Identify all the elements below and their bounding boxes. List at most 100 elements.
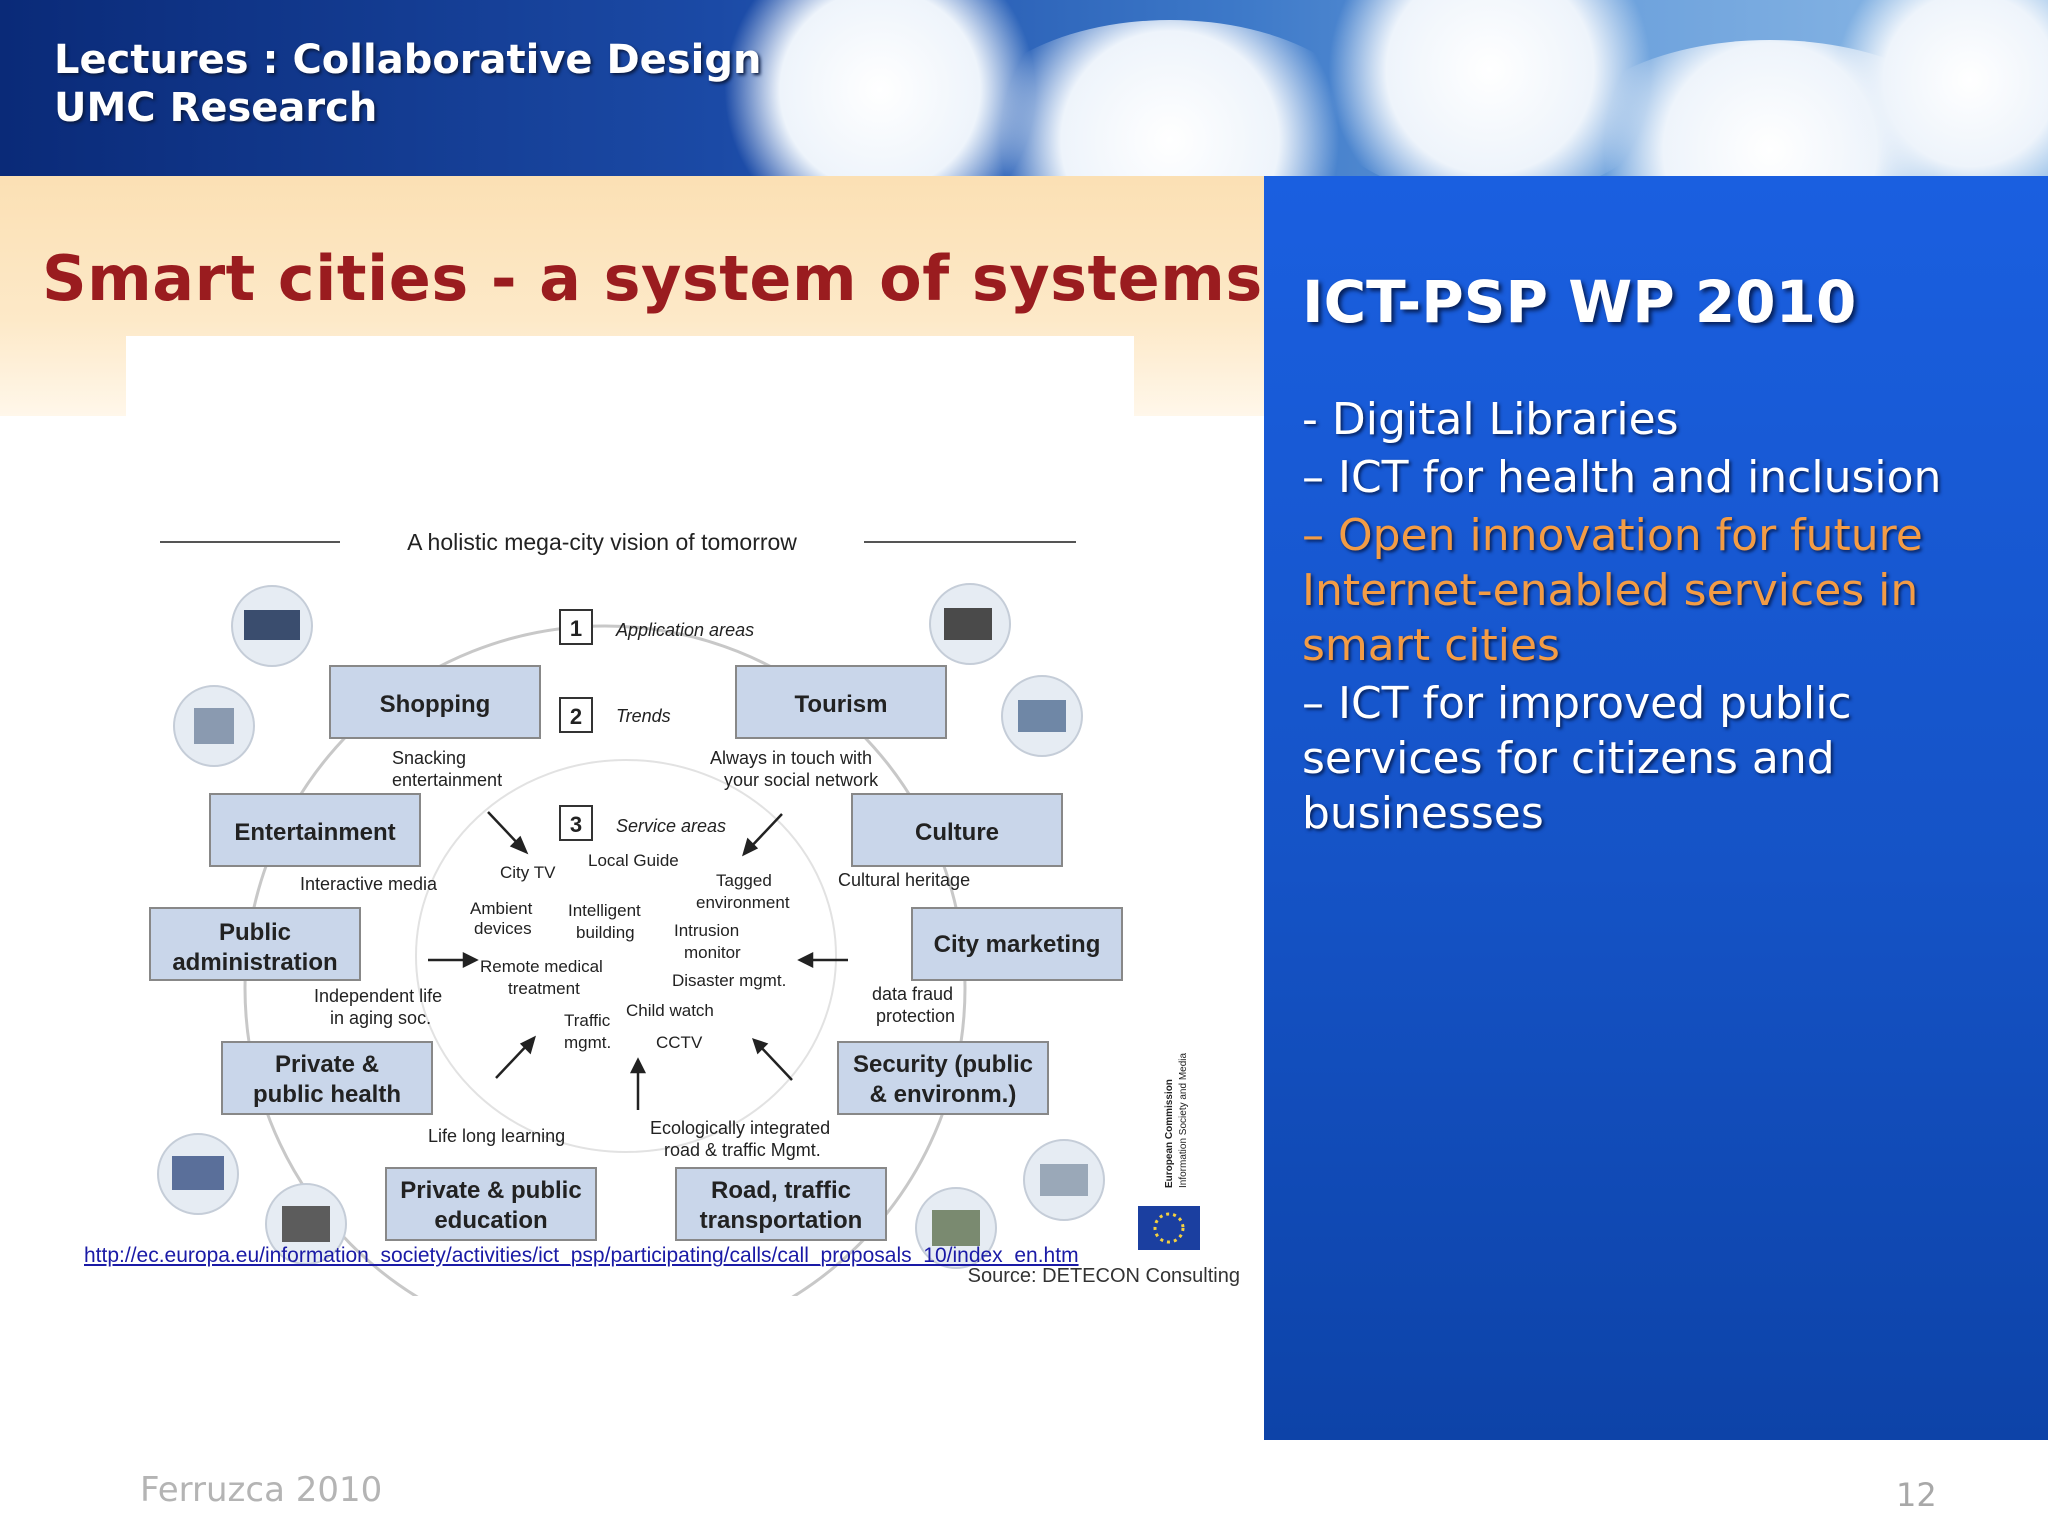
- arrow-head: [519, 1035, 536, 1055]
- area-label-road-transportation: Road, traffic: [711, 1177, 851, 1204]
- photo-thumbnail: [282, 1206, 330, 1242]
- eu-text: Information Society and Media: [1178, 1052, 1189, 1188]
- arrow-head: [462, 951, 479, 969]
- eu-text: European Commission: [1164, 1079, 1175, 1188]
- legend-box-3: [559, 805, 593, 841]
- legend-number: 1: [570, 616, 582, 641]
- area-label-road-transportation: transportation: [700, 1207, 863, 1234]
- photo-thumbnail: [194, 708, 234, 744]
- right-heading: ICT-PSP WP 2010: [1302, 268, 1857, 336]
- service-label: monitor: [684, 943, 741, 962]
- area-label-public-administration: administration: [172, 949, 337, 976]
- eu-stars: [1153, 1212, 1185, 1244]
- arrow-head: [742, 837, 759, 857]
- bullet-list: - Digital Libraries – ICT for health and…: [1302, 392, 2032, 844]
- area-box-education: [385, 1167, 597, 1241]
- diagram-source: Source: DETECON Consulting: [968, 1265, 1240, 1287]
- legend-box-1: [559, 609, 593, 645]
- service-label: Child watch: [626, 1001, 714, 1020]
- legend-label: Service areas: [616, 816, 726, 836]
- trend-label: Life long learning: [428, 1126, 565, 1146]
- area-label-education: education: [434, 1207, 547, 1234]
- legend-number: 2: [570, 704, 582, 729]
- area-box-entertainment: [209, 793, 421, 867]
- service-label: Tagged: [716, 871, 772, 890]
- area-label-security: & environm.): [870, 1081, 1017, 1108]
- trend-label: Always in touch with: [710, 748, 872, 768]
- header-title: Lectures : Collaborative Design UMC Rese…: [54, 36, 761, 132]
- trend-label: data fraud: [872, 984, 953, 1004]
- service-label: Ambient: [470, 899, 533, 918]
- legend-label: Application areas: [615, 620, 754, 640]
- area-box-security: [837, 1041, 1049, 1115]
- service-label: Local Guide: [588, 851, 679, 870]
- arrow-head: [797, 951, 814, 969]
- trend-label: protection: [876, 1006, 955, 1026]
- legend-box-2: [559, 697, 593, 733]
- service-label: Disaster mgmt.: [672, 971, 786, 990]
- bullet-item-highlight: – Open innovation for future Internet-en…: [1302, 510, 1923, 671]
- trend-label: Independent life: [314, 986, 442, 1006]
- photo-thumbnail: [1018, 700, 1066, 732]
- slide-heading: Smart cities - a system of systems: [42, 242, 1263, 315]
- service-label: Intelligent: [568, 901, 641, 920]
- service-label: treatment: [508, 979, 580, 998]
- photo-thumbnail: [1040, 1164, 1088, 1196]
- photo-thumbnail: [172, 1156, 224, 1190]
- service-label: building: [576, 923, 635, 942]
- service-label: Remote medical: [480, 957, 603, 976]
- cloud-decoration: [1820, 0, 2048, 176]
- trend-label: in aging soc.: [330, 1008, 431, 1028]
- eu-logo: European Commission Information Society …: [1138, 1052, 1200, 1250]
- area-label-city-marketing: City marketing: [934, 931, 1101, 958]
- area-box-public-administration: [149, 907, 361, 981]
- area-box-public-health: [221, 1041, 433, 1115]
- left-panel: Smart cities - a system of systems A hol…: [0, 176, 1264, 1440]
- area-box-city-marketing: [911, 907, 1123, 981]
- photo-thumbnails: [157, 583, 1105, 1269]
- inner-ring: [415, 759, 837, 1153]
- header-banner: Lectures : Collaborative Design UMC Rese…: [0, 0, 2048, 176]
- photo-thumbnail: [932, 1210, 980, 1246]
- right-panel: ICT-PSP WP 2010 - Digital Libraries – IC…: [1264, 176, 2048, 1440]
- service-label: Intrusion: [674, 921, 739, 940]
- bullet-item: – ICT for health and inclusion: [1302, 452, 1942, 503]
- header-title-line2: UMC Research: [54, 85, 378, 131]
- trend-label: Cultural heritage: [838, 870, 970, 890]
- service-label: devices: [474, 919, 532, 938]
- legend-number: 3: [570, 812, 582, 837]
- diagram-svg: A holistic mega-city vision of tomorrow …: [126, 336, 1240, 1296]
- area-label-culture: Culture: [915, 819, 999, 846]
- service-label: Traffic: [564, 1011, 611, 1030]
- diagram-subtitle: A holistic mega-city vision of tomorrow: [407, 529, 797, 555]
- bullet-item: – ICT for improved public services for c…: [1302, 678, 1852, 839]
- area-label-public-administration: Public: [219, 919, 291, 946]
- area-box-tourism: [735, 665, 947, 739]
- trend-label: Interactive media: [300, 874, 438, 894]
- call-proposals-link[interactable]: http://ec.europa.eu/information_society/…: [84, 1244, 1079, 1267]
- smart-cities-diagram: A holistic mega-city vision of tomorrow …: [126, 336, 1246, 1296]
- area-label-public-health: Private &: [275, 1051, 379, 1078]
- trend-label: road & traffic Mgmt.: [664, 1140, 821, 1160]
- area-label-public-health: public health: [253, 1081, 401, 1108]
- photo-thumbnail: [944, 608, 992, 640]
- area-label-entertainment: Entertainment: [234, 819, 395, 846]
- area-label-tourism: Tourism: [795, 691, 888, 718]
- trend-label: your social network: [724, 770, 879, 790]
- footer-author: Ferruzca 2010: [140, 1470, 383, 1510]
- trend-label: entertainment: [392, 770, 502, 790]
- legend: 1 Application areas 2 Trends 3 Service a…: [559, 609, 754, 841]
- service-label: City TV: [500, 863, 556, 882]
- header-title-line1: Lectures : Collaborative Design: [54, 37, 762, 83]
- area-label-shopping: Shopping: [380, 691, 491, 718]
- photo-thumbnail: [244, 610, 300, 640]
- arrow-head: [752, 1038, 769, 1055]
- area-label-security: Security (public: [853, 1051, 1033, 1078]
- arrow-head: [629, 1057, 647, 1074]
- area-box-culture: [851, 793, 1063, 867]
- service-label: mgmt.: [564, 1033, 611, 1052]
- area-label-education: Private & public: [400, 1177, 581, 1204]
- area-box-road-transportation: [675, 1167, 887, 1241]
- page-number: 12: [1896, 1476, 1937, 1514]
- service-label: environment: [696, 893, 790, 912]
